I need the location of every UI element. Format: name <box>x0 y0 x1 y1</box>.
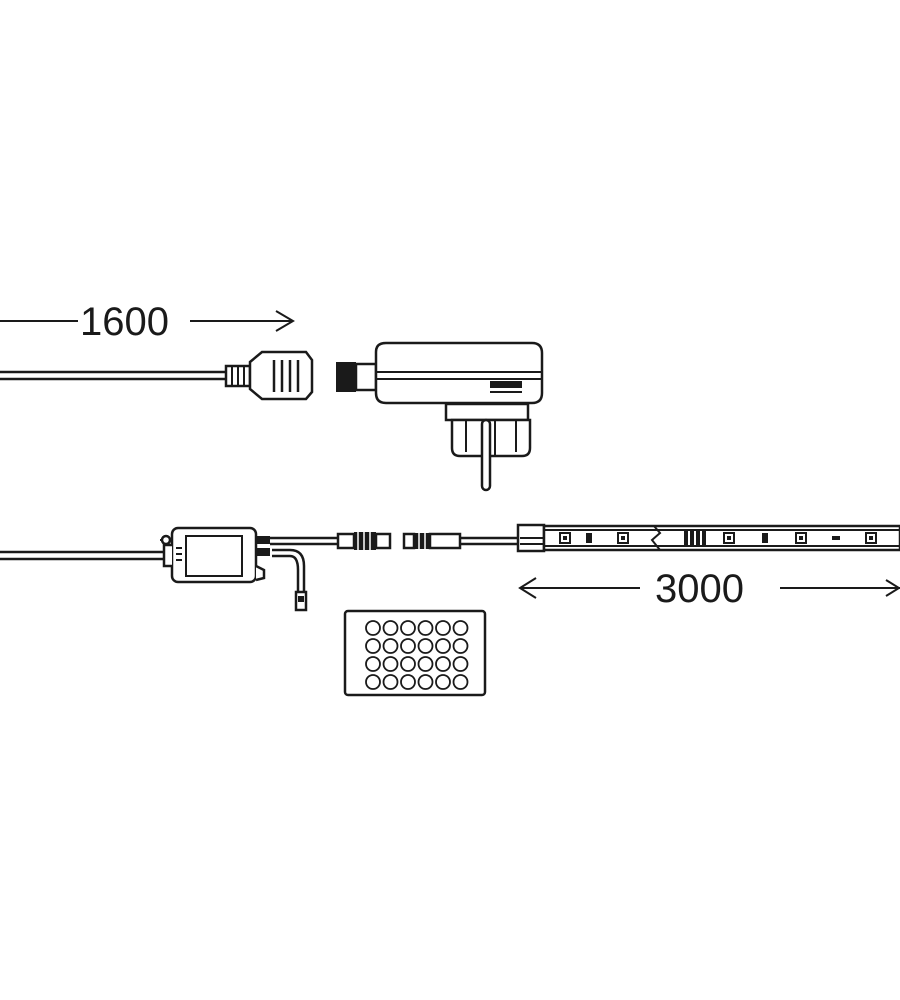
remote-button-grid <box>365 620 469 690</box>
remote-button <box>435 620 451 636</box>
remote-button <box>417 620 434 636</box>
remote-button <box>417 656 434 672</box>
remote-button <box>365 656 381 672</box>
remote-body <box>343 609 487 697</box>
remote-button <box>452 638 469 654</box>
power-cable <box>0 350 314 401</box>
remote-button <box>435 656 451 672</box>
resistor-icon <box>762 533 768 543</box>
plug-icon <box>444 402 532 492</box>
remote-button <box>400 638 416 654</box>
remote-button <box>382 620 399 636</box>
resistor-icon <box>586 533 592 543</box>
remote-button <box>382 674 399 690</box>
remote-button <box>417 638 434 654</box>
remote-button <box>435 638 451 654</box>
resistor-icon <box>832 536 840 540</box>
female-connector-icon <box>336 362 356 392</box>
led-chip-core <box>799 536 803 540</box>
arrowhead-right-icon <box>275 310 295 332</box>
remote-button <box>435 674 451 690</box>
remote-control-icon <box>343 609 487 697</box>
strip-lead <box>402 532 520 550</box>
plug-pin <box>480 418 492 492</box>
strip-connector-icon <box>414 533 430 549</box>
led-strip-icon <box>516 523 900 553</box>
led-chip-core <box>621 536 625 540</box>
remote-button <box>452 620 469 636</box>
dimension-3000: 3000 <box>518 567 900 611</box>
remote-button <box>365 620 381 636</box>
remote-button <box>400 656 416 672</box>
controller-icon <box>162 526 392 612</box>
remote-button <box>365 674 381 690</box>
remote-button <box>400 620 416 636</box>
solder-pads <box>684 530 706 546</box>
remote-button <box>452 656 469 672</box>
remote-button <box>417 674 434 690</box>
led-chip-core <box>563 536 567 540</box>
dimension-label-3000: 3000 <box>655 567 744 611</box>
dimension-1600: 1600 <box>0 300 295 344</box>
remote-button <box>382 656 399 672</box>
controller-cable <box>0 534 172 561</box>
led-chip-core <box>869 536 873 540</box>
remote-button <box>365 638 381 654</box>
cut-mark-icon <box>650 525 662 551</box>
remote-button <box>400 674 416 690</box>
arrowhead-right-icon <box>885 579 900 597</box>
led-chip-core <box>727 536 731 540</box>
remote-button <box>452 674 469 690</box>
power-adapter-icon <box>336 341 544 492</box>
remote-button <box>382 638 399 654</box>
dimension-label-1600: 1600 <box>80 300 169 344</box>
